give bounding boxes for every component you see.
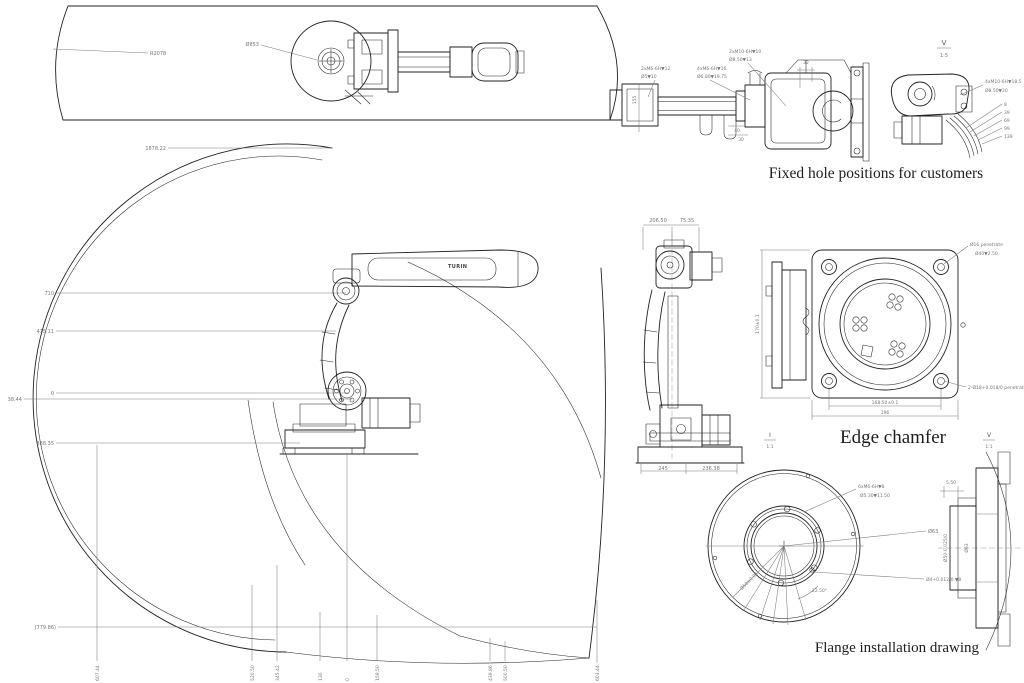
side-envelope: 1878.22 710 475.11 0 38.44 388.35 (779.8… (8, 143, 606, 681)
robot-top-view (290, 20, 525, 105)
detail-v-scale: 1:5 (940, 53, 948, 59)
edge-chamfer-title: Edge chamfer (840, 427, 947, 448)
envelope-bottom-dim: 607.44 (95, 665, 101, 681)
envelope-bottom-dim: 345.42 (275, 665, 281, 681)
flange-dowel-label: Ø4+0.012/0 ▼8 (926, 576, 961, 583)
arm-brand-logo: TURIN (448, 264, 467, 270)
envelope-dim-388: 388.35 (37, 441, 55, 447)
flange-pcd-label: Ø50±0.05 (738, 570, 759, 591)
detail-v-offset: 39 (1004, 110, 1010, 116)
dim-40: 40 (734, 128, 740, 134)
top-view-envelope: R2078 Ø853 (52, 5, 618, 121)
callout-2-line2: Ø6.80▼19.75 (697, 73, 727, 80)
flange-title: Flange installation drawing (815, 640, 980, 656)
flange-callout-line2: Ø5.30▼11.50 (860, 492, 890, 499)
envelope-dim-zero: 0 (51, 391, 54, 397)
plate-dim-inner: 168.50±0.1 (872, 400, 899, 406)
flange-callout-line1: 6xM6-6H▼8 (858, 484, 885, 490)
envelope-bottom-dim: 520.50 (250, 665, 256, 681)
fixed-hole-title: Fixed hole positions for customers (769, 165, 983, 182)
plate-callout-bottom: 2-Ø18+0.018/0 penetrate (968, 384, 1024, 391)
envelope-dim-max-height: 1878.22 (145, 146, 166, 152)
callout-1-line2: Ø5▼10 (641, 73, 657, 80)
front-dim-206: 206.50 (649, 218, 667, 224)
detail-v-callout-line2: Ø8.50▼20 (985, 87, 1008, 94)
flange-section-spigot: Ø50-0.025/0 (942, 534, 949, 562)
flange-angle-label: 22.50° (812, 588, 827, 594)
top-view-diameter-label: Ø853 (246, 41, 259, 48)
section-marker-left-label: I (769, 432, 771, 439)
dim-30: 30 (738, 137, 744, 143)
dim-155: 155 (632, 96, 638, 105)
detail-v-offset: 8 (1004, 102, 1007, 108)
callout-2-line1: 4xM6-6H▼16 (697, 66, 726, 72)
envelope-bottom-dim: 130 (318, 672, 324, 681)
envelope-bottom-dim: 603.44 (595, 665, 601, 681)
envelope-dim-475: 475.11 (37, 329, 55, 335)
flange-outer-dia-label: Ø63 (928, 528, 938, 535)
plate-callout-top-line1: Ø16 penetrate (970, 241, 1003, 248)
section-marker-left-scale: 1:1 (766, 444, 773, 450)
callout-3-line1: 2xM10-6H▼10 (729, 49, 761, 55)
envelope-bottom-dim: 439.86 (488, 665, 494, 681)
flange-section-thickness: 5.50 (946, 480, 956, 486)
plate-dim-outer: 196 (881, 410, 890, 416)
envelope-dim-779: (779.86) (35, 625, 56, 631)
flange-section-view: 5.50 Ø50-0.025/0 Ø63 (938, 451, 1022, 651)
dim-32: 32 (803, 60, 809, 66)
flange-section-dia: Ø63 (963, 543, 970, 552)
detail-v-offset: 139 (1004, 134, 1013, 140)
callout-3-line2: Ø8.50▼13 (729, 56, 752, 63)
envelope-bottom-dim: 500.50 (503, 665, 509, 681)
plate-callout-top-line2: Ø40▼2.50 (975, 250, 998, 257)
front-dim-75: 75.35 (680, 218, 694, 224)
robot-front-view: 206.50 75.35 245 236.38 (635, 218, 745, 474)
top-view-radius-label: R2078 (150, 51, 166, 57)
detail-v-offset: 69 (1004, 118, 1010, 124)
front-dim-245: 245 (658, 466, 668, 472)
front-dim-236: 236.38 (702, 466, 720, 472)
envelope-dim-38: 38.44 (8, 397, 22, 403)
flange-view: 22.50° Ø63 Ø4+0.012/0 ▼8 Ø50±0.05 6xM6-6… (706, 469, 980, 656)
base-plate-view: Ø16 penetrate Ø40▼2.50 2-Ø18+0.018/0 pen… (755, 241, 1024, 450)
plate-dim-left: 170±0.1 (755, 314, 761, 334)
detail-v-callout-line1: 4xM10-6H▼18.5 (985, 79, 1022, 85)
envelope-bottom-dim: 158.50 (375, 665, 381, 681)
fixed-hole-view: 2xM6-6H▼12 Ø5▼10 4xM6-6H▼16 Ø6.80▼19.75 … (609, 49, 983, 182)
envelope-bottom-dim: 0 (345, 678, 351, 681)
detail-view-v: V 1:5 4xM10-6H▼18.5 Ø8.50▼20 8 39 69 99 … (890, 39, 1022, 159)
robot-side-view: TURIN (279, 249, 539, 455)
detail-v-offset: 99 (1004, 126, 1010, 132)
detail-v-label: V (942, 39, 947, 47)
section-marker-right-label: V (987, 432, 992, 439)
callout-1-line1: 2xM6-6H▼12 (641, 66, 670, 72)
section-marker-right-scale: 1:1 (985, 444, 992, 450)
envelope-dim-elbow: 710 (44, 291, 54, 297)
